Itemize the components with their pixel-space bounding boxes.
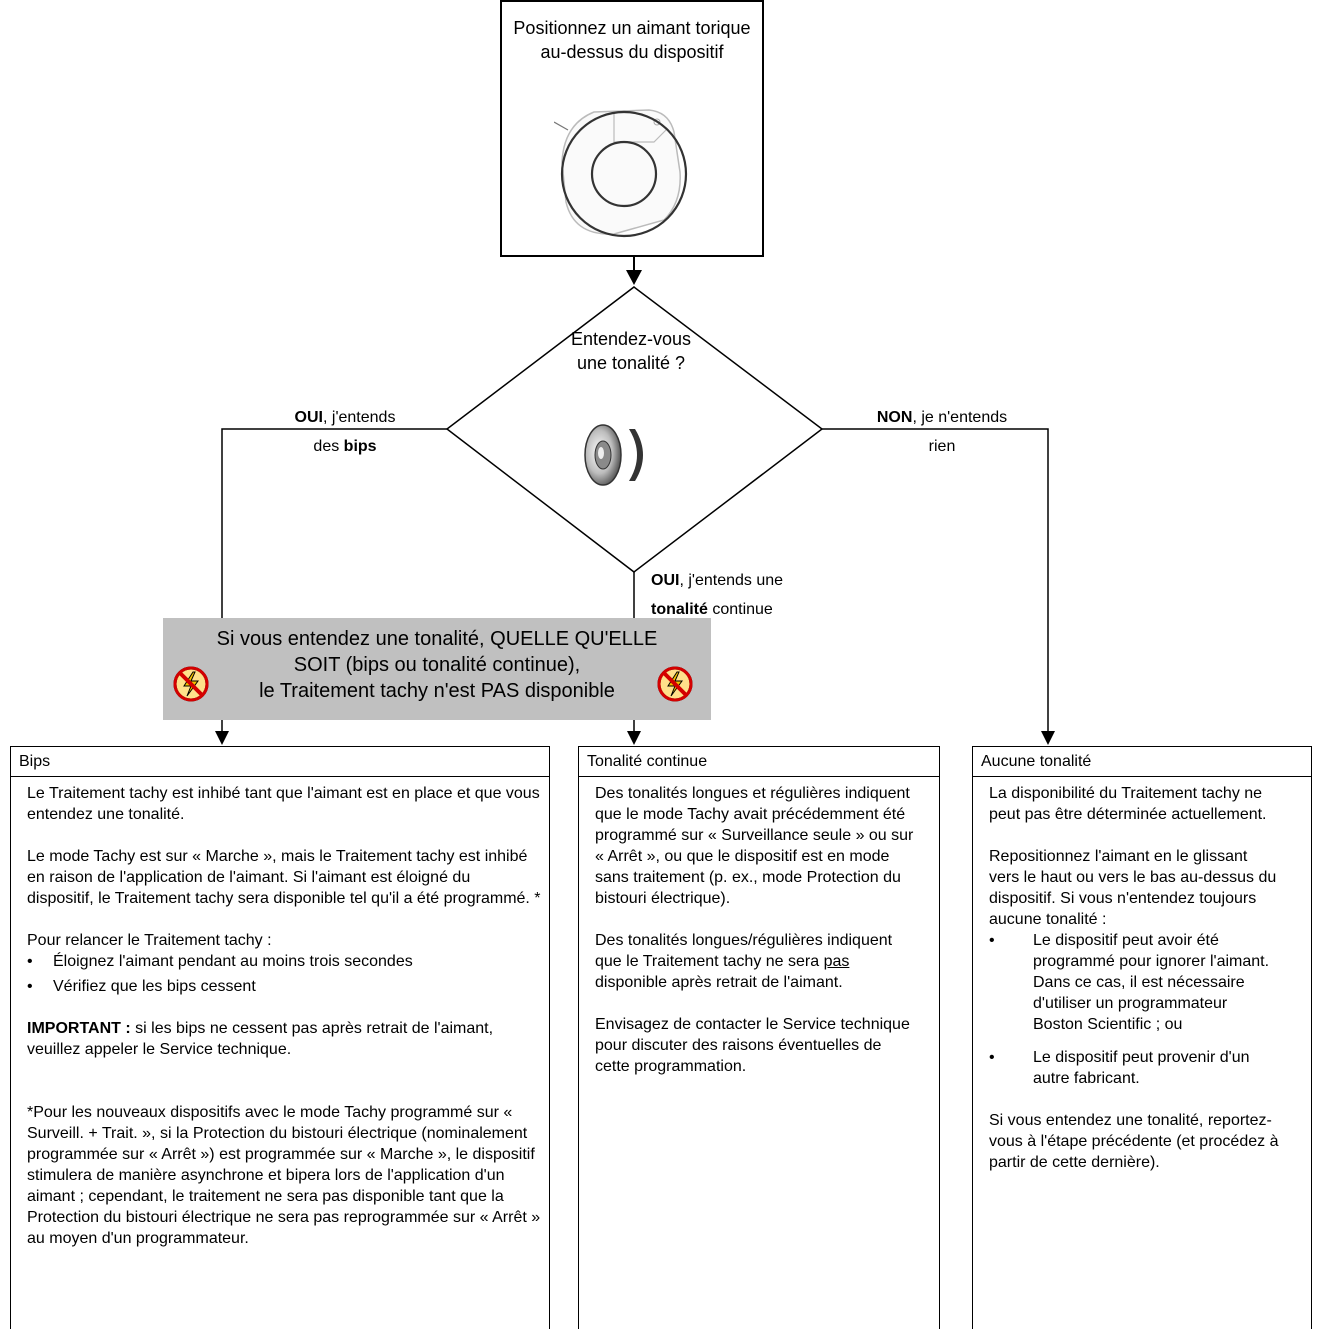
result-title: Tonalité continue bbox=[579, 747, 939, 777]
result-paragraph: Pour relancer le Traitement tachy : bbox=[27, 932, 272, 949]
speaker-icon bbox=[584, 424, 643, 486]
start-step-box: Positionnez un aimant torique au-dessus … bbox=[500, 0, 764, 257]
result-title: Aucune tonalité bbox=[973, 747, 1311, 777]
arrow-down-icon bbox=[626, 270, 642, 285]
warning-line-2: SOIT (bips ou tonalité continue), bbox=[293, 654, 581, 676]
result-box-continuous-tone: Tonalité continue Des tonalités longues … bbox=[578, 746, 940, 1329]
edge-label-yes-continuous: OUI, j'entends une tonalité continue bbox=[651, 572, 784, 618]
connector-right-branch bbox=[822, 428, 1049, 732]
connector-left-branch bbox=[221, 428, 447, 618]
bullet-list: Éloignez l'aimant pendant au moins trois… bbox=[27, 951, 541, 997]
warning-banner: Si vous entendez une tonalité, QUELLE QU… bbox=[163, 618, 711, 720]
arrow-down-icon bbox=[1041, 731, 1055, 745]
edge-label-no-tone: NON, je n'entends rien bbox=[876, 409, 1008, 455]
decision-question: Entendez-vous une tonalité ? bbox=[570, 329, 692, 373]
arrow-down-icon bbox=[627, 731, 641, 745]
warning-line-1: Si vous entendez une tonalité, QUELLE QU… bbox=[216, 628, 658, 650]
list-item: Le dispositif peut provenir d'un autre f… bbox=[989, 1047, 1281, 1089]
important-note: IMPORTANT : si les bips ne cessent pas a… bbox=[27, 1020, 494, 1058]
result-paragraph: Si vous entendez une tonalité, reportez-… bbox=[989, 1112, 1279, 1171]
list-item: Éloignez l'aimant pendant au moins trois… bbox=[27, 951, 541, 972]
result-paragraph: Des tonalités longues et régulières indi… bbox=[595, 785, 914, 907]
footnote: *Pour les nouveaux dispositifs avec le m… bbox=[27, 1104, 541, 1247]
ring-magnet-icon bbox=[554, 109, 688, 238]
edge-label-yes-beeps: OUI, j'entends des bips bbox=[294, 409, 396, 455]
start-step-text: Positionnez un aimant torique au-dessus … bbox=[513, 18, 751, 62]
result-paragraph: La disponibilité du Traitement tachy ne … bbox=[989, 785, 1267, 823]
result-box-no-tone: Aucune tonalité La disponibilité du Trai… bbox=[972, 746, 1312, 1329]
warning-line-3: le Traitement tachy n'est PAS disponible bbox=[259, 680, 615, 702]
arrow-down-icon bbox=[215, 731, 229, 745]
result-paragraph: Le Traitement tachy est inhibé tant que … bbox=[27, 785, 540, 823]
result-title: Bips bbox=[11, 747, 549, 777]
result-box-bips: Bips Le Traitement tachy est inhibé tant… bbox=[10, 746, 550, 1329]
bullet-list: Le dispositif peut avoir été programmé p… bbox=[989, 930, 1281, 1089]
list-item: Le dispositif peut avoir été programmé p… bbox=[989, 930, 1281, 1035]
list-item: Vérifiez que les bips cessent bbox=[27, 976, 541, 997]
no-shock-icon bbox=[173, 666, 209, 702]
result-paragraph: Le mode Tachy est sur « Marche », mais l… bbox=[27, 848, 541, 907]
result-paragraph: Des tonalités longues/régulières indique… bbox=[595, 932, 893, 991]
result-paragraph: Envisagez de contacter le Service techni… bbox=[595, 1016, 910, 1075]
no-shock-icon bbox=[657, 666, 693, 702]
result-paragraph: Repositionnez l'aimant en le glissant ve… bbox=[989, 848, 1277, 928]
